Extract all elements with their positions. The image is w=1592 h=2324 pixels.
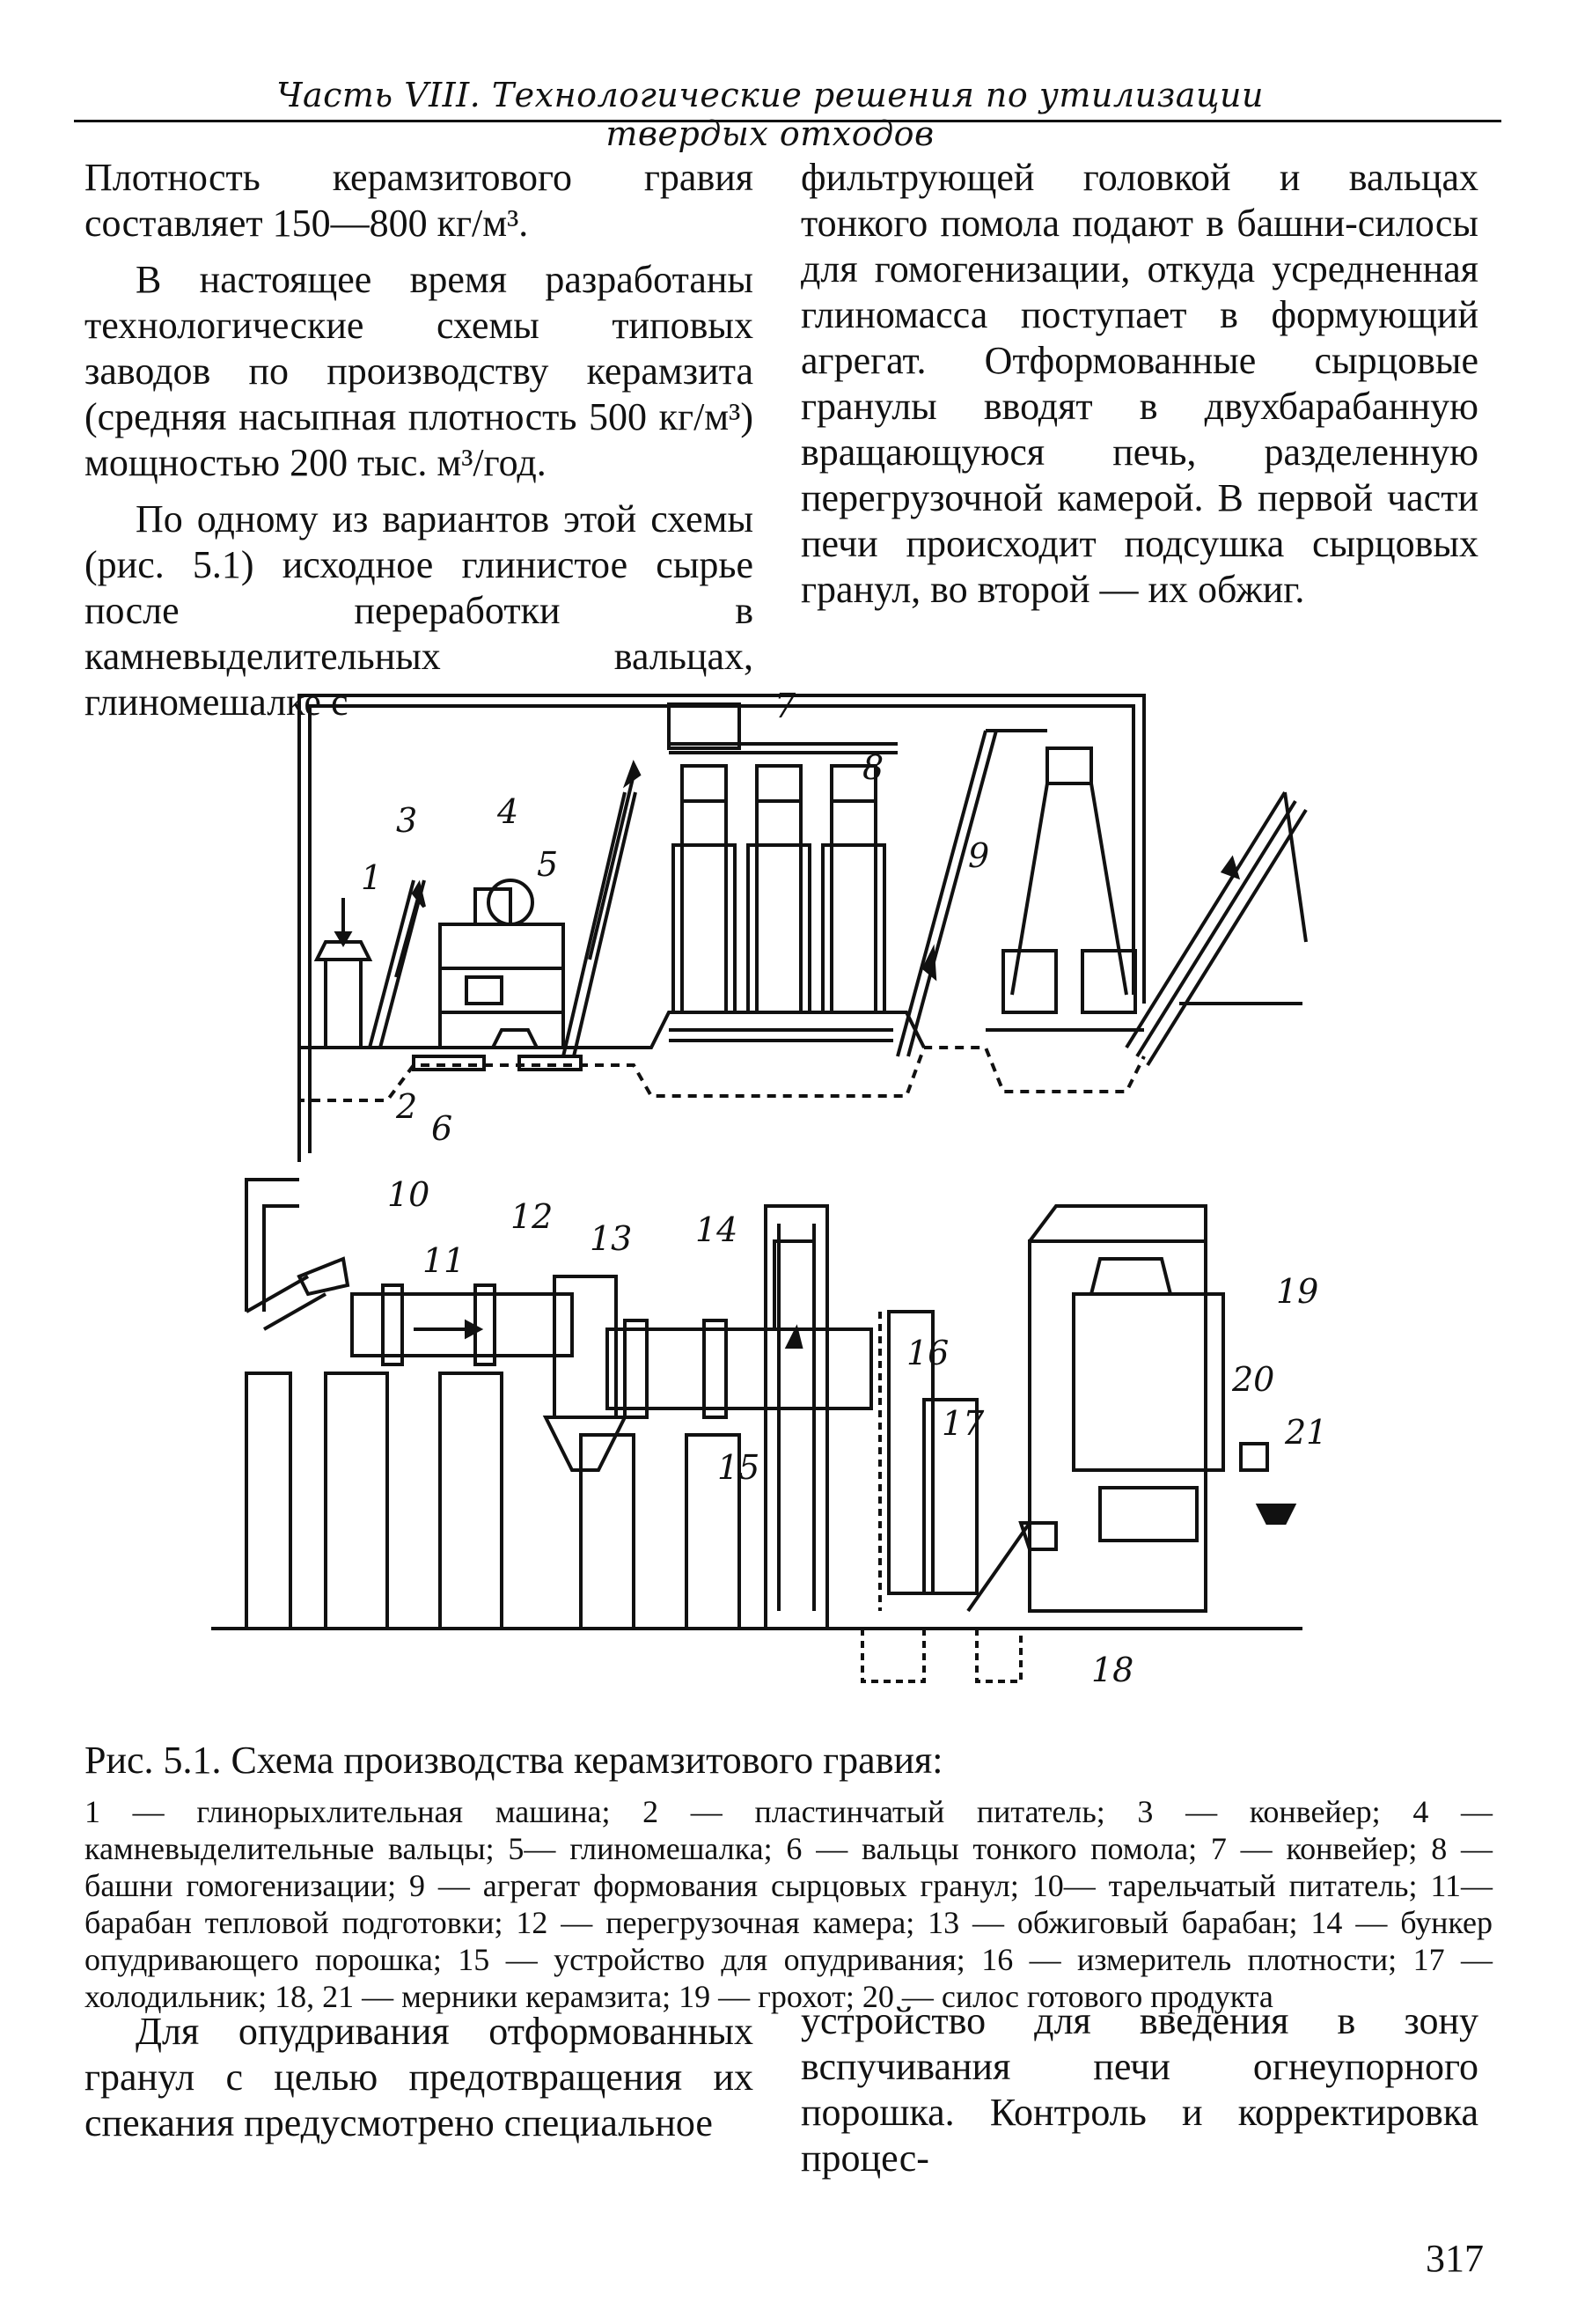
diagram-lower-section	[211, 1178, 1302, 1683]
label-3: 3	[396, 801, 417, 840]
label-11: 11	[422, 1241, 465, 1280]
label-15: 15	[717, 1448, 759, 1487]
label-14: 14	[695, 1210, 737, 1249]
header-rule	[74, 120, 1501, 122]
right-column: фильтрующей головкой и вальцах тонкого п…	[801, 155, 1478, 613]
caption-title: Рис. 5.1. Схема производства керамзитово…	[84, 1739, 943, 1782]
label-20: 20	[1231, 1360, 1274, 1399]
paragraph: устройство для введения в зону вспучиван…	[801, 1999, 1478, 2180]
running-header: Часть VIII. Технологические решения по у…	[276, 76, 1264, 153]
diagram-upper-section	[297, 694, 1308, 1162]
label-2: 2	[395, 1087, 417, 1126]
label-17: 17	[942, 1404, 985, 1443]
process-diagram-svg: 1 2 3 4 5 6 7 8 9 10 11 12 13 14 15 16 1…	[211, 687, 1327, 1689]
label-1: 1	[361, 858, 382, 897]
label-16: 16	[906, 1334, 949, 1372]
paragraph: По одному из вариантов этой схемы (рис. …	[84, 497, 753, 724]
left-column: Плотность керамзитового гравия составляе…	[84, 155, 753, 725]
label-7: 7	[774, 687, 796, 725]
paragraph: В настоящее время разработаны технологич…	[84, 258, 753, 484]
label-21: 21	[1284, 1413, 1327, 1452]
process-diagram: 1 2 3 4 5 6 7 8 9 10 11 12 13 14 15 16 1…	[211, 678, 1478, 1708]
label-18: 18	[1091, 1651, 1133, 1689]
label-13: 13	[590, 1219, 632, 1258]
paragraph: фильтрующей головкой и вальцах тонкого п…	[801, 156, 1478, 611]
caption-legend: 1 — глинорыхлительная машина; 2 — пласти…	[84, 1794, 1493, 2014]
figure-caption: Рис. 5.1. Схема производства керамзитово…	[84, 1739, 1493, 2015]
label-9: 9	[968, 836, 989, 875]
label-5: 5	[537, 845, 558, 884]
callout-labels: 1 2 3 4 5 6 7 8 9 10 11 12 13 14 15 16 1…	[361, 687, 1327, 1689]
bottom-left-column: Для опудривания отформованных гранул с ц…	[84, 1998, 753, 2146]
label-4: 4	[496, 792, 518, 831]
label-12: 12	[510, 1197, 553, 1236]
paragraph: Для опудривания отформованных гранул с ц…	[84, 2010, 753, 2144]
label-19: 19	[1276, 1272, 1318, 1311]
bottom-right-column: устройство для введения в зону вспучиван…	[801, 1998, 1478, 2181]
page-number: 317	[1426, 2237, 1484, 2280]
label-8: 8	[862, 748, 884, 787]
paragraph: Плотность керамзитового гравия составляе…	[84, 156, 753, 245]
label-6: 6	[431, 1109, 452, 1148]
label-10: 10	[387, 1175, 429, 1214]
